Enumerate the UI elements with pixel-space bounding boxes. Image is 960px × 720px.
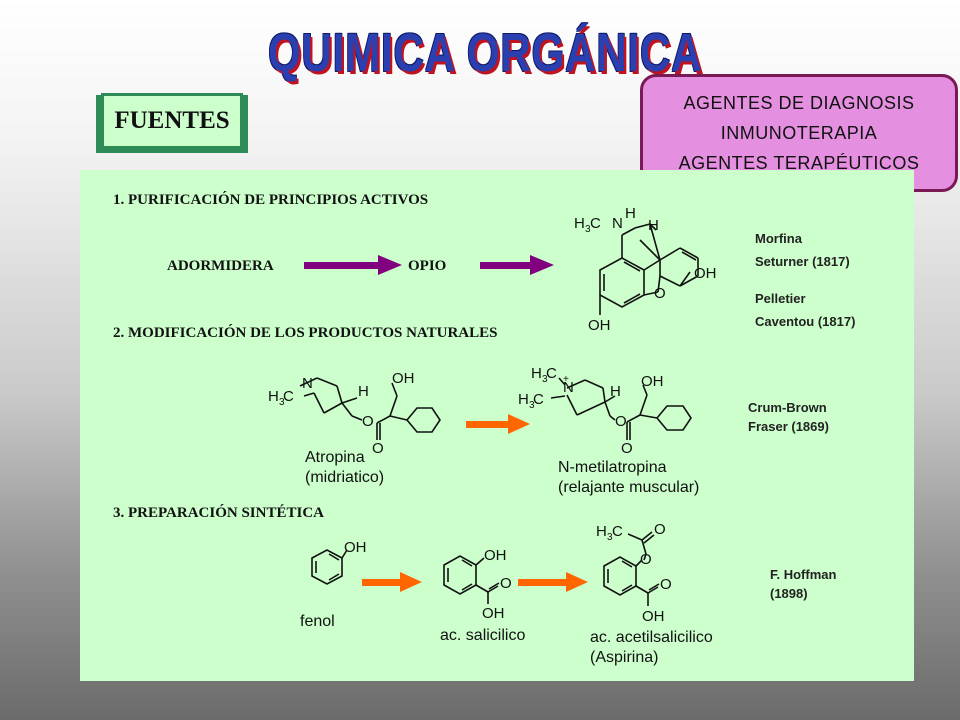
svg-text:O: O: [615, 413, 627, 430]
svg-text:N: N: [563, 379, 574, 396]
svg-text:C: C: [533, 391, 544, 408]
svg-text:3: 3: [279, 397, 285, 408]
phenol-name: fenol: [300, 613, 335, 630]
svg-text:H: H: [610, 383, 621, 400]
svg-text:O: O: [640, 551, 652, 568]
svg-text:O: O: [660, 576, 672, 593]
svg-text:O: O: [621, 440, 633, 457]
svg-text:H: H: [531, 365, 542, 382]
orange-arrow-1: [466, 414, 530, 434]
svg-text:OH: OH: [344, 539, 367, 556]
svg-text:N: N: [302, 375, 313, 392]
svg-text:C: C: [283, 388, 294, 405]
agent-line-therapeutic: AGENTES TERAPÉUTICOS: [678, 153, 920, 173]
svg-text:3: 3: [585, 224, 591, 235]
svg-text:O: O: [372, 440, 384, 457]
svg-text:3: 3: [542, 374, 548, 385]
svg-text:H: H: [625, 205, 636, 222]
note-seturner: Seturner (1817): [755, 254, 850, 269]
page-title: QUIMICA ORGÁNICA: [268, 23, 703, 83]
salicylic-acid-structure: OH O OH: [443, 547, 512, 622]
svg-text:OH: OH: [392, 370, 415, 387]
salicylic-acid-name: ac. salicilico: [440, 627, 526, 644]
svg-text:O: O: [362, 413, 374, 430]
svg-text:OH: OH: [642, 608, 665, 625]
svg-text:O: O: [654, 285, 666, 302]
svg-text:N: N: [612, 215, 623, 232]
orange-arrow-3: [518, 572, 588, 592]
n-methylatropine-use: (relajante muscular): [558, 479, 700, 496]
n-methylatropine-name: N-metilatropina: [558, 459, 667, 476]
section-synthesis-heading: 3. PREPARACIÓN SINTÉTICA: [113, 505, 324, 521]
svg-text:OH: OH: [482, 605, 505, 622]
agent-line-diagnosis: AGENTES DE DIAGNOSIS: [683, 93, 915, 113]
phenol-structure: OH: [311, 539, 367, 585]
svg-text:H: H: [518, 391, 529, 408]
svg-text:3: 3: [607, 532, 613, 543]
note-pelletier: Pelletier: [755, 291, 806, 306]
svg-text:H: H: [358, 383, 369, 400]
svg-text:C: C: [546, 365, 557, 382]
note-caventou: Caventou (1817): [755, 314, 856, 329]
svg-text:OH: OH: [588, 317, 611, 334]
note-hoffman-year: (1898): [770, 586, 808, 601]
product-opio: OPIO: [408, 258, 447, 274]
atropine-name: Atropina: [305, 449, 365, 466]
note-fraser: Fraser (1869): [748, 419, 829, 434]
svg-text:H: H: [596, 523, 607, 540]
agent-line-immunotherapy: INMUNOTERAPIA: [720, 123, 878, 143]
svg-text:C: C: [590, 215, 601, 232]
aspirin-common-name: (Aspirina): [590, 649, 659, 666]
note-morfina: Morfina: [755, 231, 802, 246]
svg-text:+: +: [563, 374, 569, 385]
svg-text:C: C: [612, 523, 623, 540]
svg-text:OH: OH: [484, 547, 507, 564]
svg-text:H: H: [648, 217, 659, 234]
purple-arrow-1: [304, 255, 402, 275]
orange-arrow-2: [362, 572, 422, 592]
note-crum-brown: Crum-Brown: [748, 400, 827, 415]
svg-text:H: H: [574, 215, 585, 232]
aspirin-name: ac. acetilsalicilico: [590, 629, 713, 646]
note-hoffman: F. Hoffman: [770, 567, 837, 582]
svg-text:H: H: [268, 388, 279, 405]
section-modification-heading: 2. MODIFICACIÓN DE LOS PRODUCTOS NATURAL…: [113, 325, 498, 341]
source-adormidera: ADORMIDERA: [167, 258, 274, 274]
svg-text:3: 3: [529, 400, 535, 411]
atropine-use: (midriatico): [305, 469, 385, 486]
svg-text:O: O: [500, 575, 512, 592]
svg-text:O: O: [654, 521, 666, 538]
fuentes-box: FUENTES: [101, 93, 243, 149]
svg-text:OH: OH: [694, 265, 717, 282]
section-purification-heading: 1. PURIFICACIÓN DE PRINCIPIOS ACTIVOS: [113, 192, 429, 208]
purple-arrow-2: [480, 255, 554, 275]
svg-text:OH: OH: [641, 373, 664, 390]
